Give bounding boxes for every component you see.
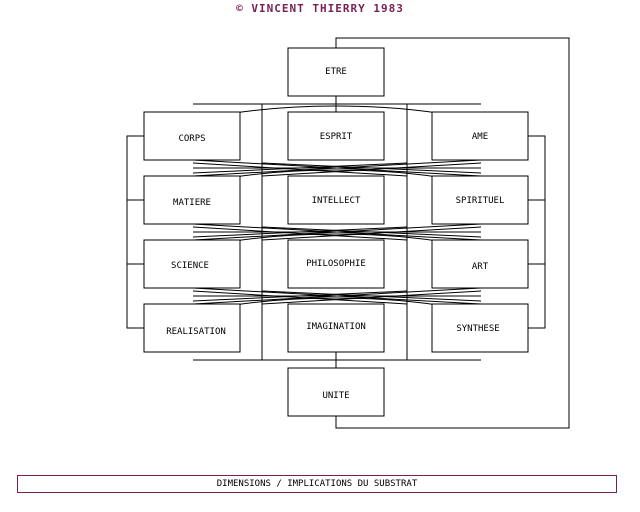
- node-label-ame: AME: [472, 132, 488, 142]
- node-corps: [143, 111, 241, 161]
- node-label-imagination: IMAGINATION: [306, 322, 366, 332]
- left-bracket: [126, 135, 144, 329]
- crossing-links-3: [192, 287, 482, 305]
- node-label-philosophie: PHILOSOPHIE: [306, 259, 366, 269]
- node-ame: [431, 111, 529, 161]
- node-label-etre: ETRE: [325, 67, 347, 77]
- node-label-matiere: MATIERE: [173, 198, 211, 208]
- node-intellect: [287, 175, 385, 225]
- feedback-loop-connector: [335, 37, 570, 429]
- copyright-title: © VINCENT THIERRY 1983: [236, 2, 404, 15]
- node-label-esprit: ESPRIT: [320, 132, 353, 142]
- node-label-spirituel: SPIRITUEL: [456, 196, 505, 206]
- crossing-links-1: [192, 159, 482, 177]
- node-matiere: [143, 175, 241, 225]
- node-esprit: [287, 111, 385, 161]
- node-label-unite: UNITE: [322, 391, 349, 401]
- node-label-synthese: SYNTHESE: [456, 324, 499, 334]
- node-spirituel: [431, 175, 529, 225]
- caption-box: DIMENSIONS / IMPLICATIONS DU SUBSTRAT: [17, 475, 617, 493]
- node-label-corps: CORPS: [178, 134, 205, 144]
- node-label-art: ART: [472, 262, 489, 272]
- node-synthese: [431, 303, 529, 353]
- node-science: [143, 239, 241, 289]
- node-unite: [287, 367, 385, 417]
- node-realisation: [143, 303, 241, 353]
- crossing-links-2: [192, 223, 482, 241]
- node-philosophie: [287, 239, 385, 289]
- node-etre: [287, 47, 385, 97]
- node-imagination: [287, 303, 385, 353]
- right-bracket: [528, 135, 546, 329]
- node-art: [431, 239, 529, 289]
- node-label-science: SCIENCE: [171, 261, 209, 271]
- node-label-intellect: INTELLECT: [312, 196, 361, 206]
- node-label-realisation: REALISATION: [166, 327, 226, 337]
